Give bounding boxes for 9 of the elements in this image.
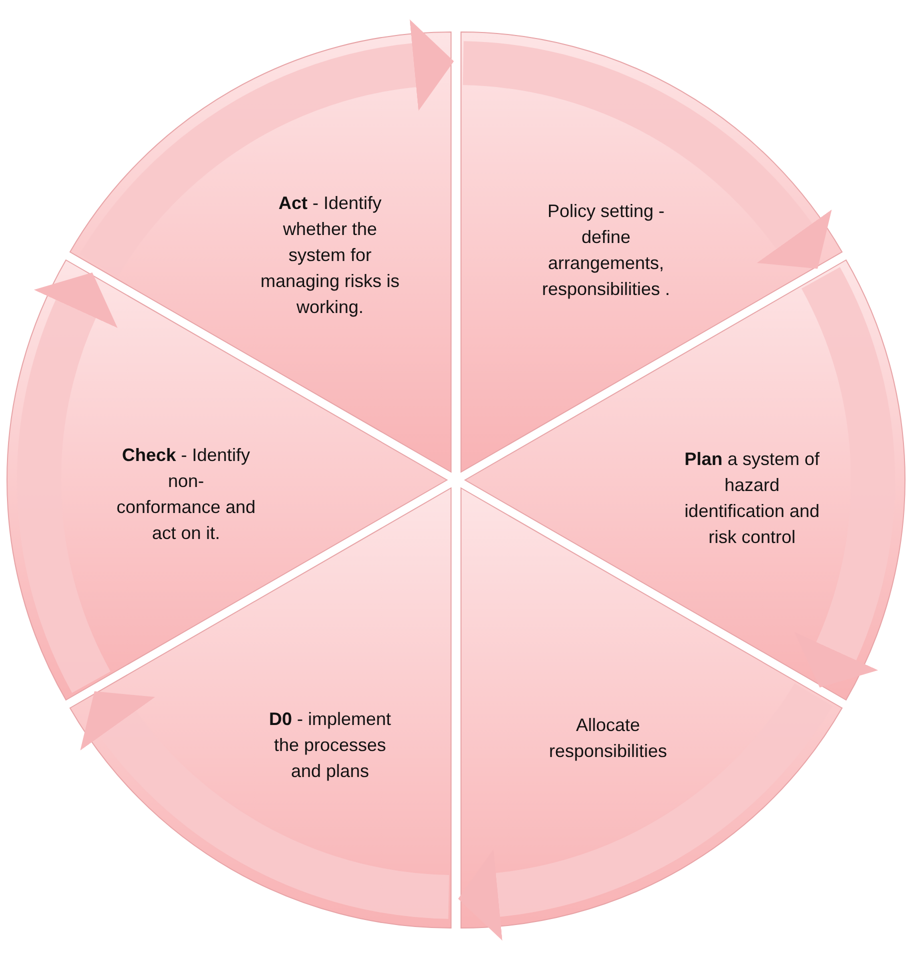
curved-arrow xyxy=(17,272,119,692)
segment-text: Policy setting - define arrangements, responsibilities . xyxy=(540,200,672,301)
segment-text: Allocate responsibilities xyxy=(548,714,668,763)
segment-text: D0 - implement the processes and plans xyxy=(268,708,392,783)
segment-text: Check - Identify non- conformance and act on it. xyxy=(115,444,257,545)
segment-text: Act - Identify whether the system for managing risks is working. xyxy=(260,192,400,319)
curved-arrow xyxy=(462,41,830,268)
segment-text: Plan a system of hazard identification and risk control xyxy=(683,448,821,549)
curved-arrow xyxy=(82,692,450,919)
